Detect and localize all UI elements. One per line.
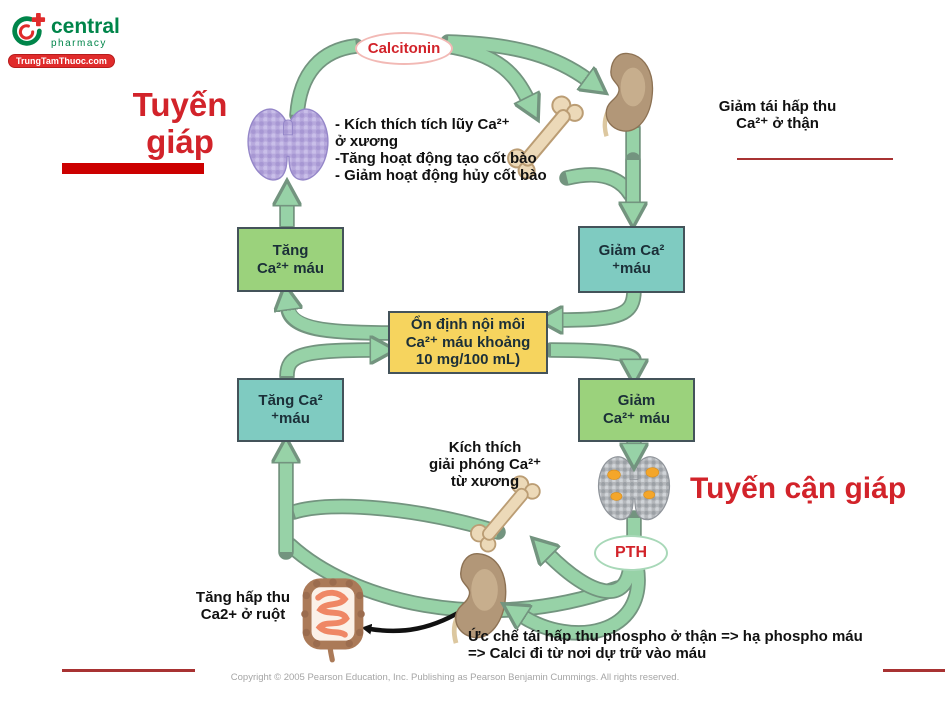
arrow-calcitonin-to-kidney (447, 36, 588, 80)
calcitonin-label: Calcitonin (355, 32, 453, 65)
arrow-homeostasis-to-rise-box (288, 307, 391, 339)
bone-top-icon (507, 95, 584, 180)
arrow-pth-to-kidney (522, 566, 645, 639)
box-fall-calcium-bottom: Giảm Ca²⁺ máu (578, 378, 695, 442)
pth-text: PTH (615, 544, 647, 561)
kidney-calcitonin-annotation: Giảm tái hấp thu Ca²⁺ ở thận (718, 98, 837, 132)
arrow-fall-box-to-homeostasis (560, 289, 640, 320)
kidney-pth-annotation: Ức chế tái hấp thu phospho ở thận => hạ … (468, 628, 863, 662)
intestine-icon (301, 578, 365, 663)
footer-rule-right (883, 669, 945, 672)
thyroid-title-underline (62, 163, 204, 174)
bone-pth-annotation: Kích thích giải phóng Ca²⁺ từ xương (428, 439, 542, 490)
box-homeostasis: Ổn định nội môi Ca²⁺ máu khoảng 10 mg/10… (388, 311, 548, 374)
central-pharmacy-logo-icon (12, 12, 46, 46)
arrow-rise-box-to-homeostasis (281, 350, 373, 377)
box-rise-calcium-top: Tăng Ca²⁺ máu (237, 227, 344, 292)
copyright-text: Copyright © 2005 Pearson Education, Inc.… (230, 672, 680, 683)
logo-tagline-text: pharmacy (51, 38, 107, 49)
calcitonin-text: Calcitonin (367, 40, 441, 57)
thyroid-illustration (247, 108, 329, 181)
pth-label: PTH (594, 535, 668, 571)
central-pharmacy-logo: central pharmacy TrungTamThuoc.com (8, 12, 120, 69)
arrow-homeostasis-to-fall-box (550, 344, 634, 362)
intestine-pth-annotation: Tăng hấp thu Ca2+ ở ruột (195, 589, 291, 623)
parathyroid-gland-spots (607, 467, 660, 501)
logo-brand-text: central (51, 15, 120, 38)
footer-rule-left (62, 669, 195, 672)
kidney-note-underline (737, 158, 893, 160)
box-rise-calcium-bottom: Tăng Ca² ⁺máu (237, 378, 344, 442)
parathyroid-title: Tuyến cận giáp (690, 472, 907, 505)
logo-badge: TrungTamThuoc.com (8, 54, 115, 68)
kidney-top-icon (602, 52, 654, 137)
bone-calcitonin-annotation: - Kích thích tích lũy Ca²⁺ ở xương -Tăng… (335, 116, 547, 184)
box-fall-calcium-top: Giảm Ca² ⁺máu (578, 226, 685, 293)
parathyroid-illustration (597, 456, 671, 521)
thyroid-title: Tuyến giáp (132, 86, 228, 160)
